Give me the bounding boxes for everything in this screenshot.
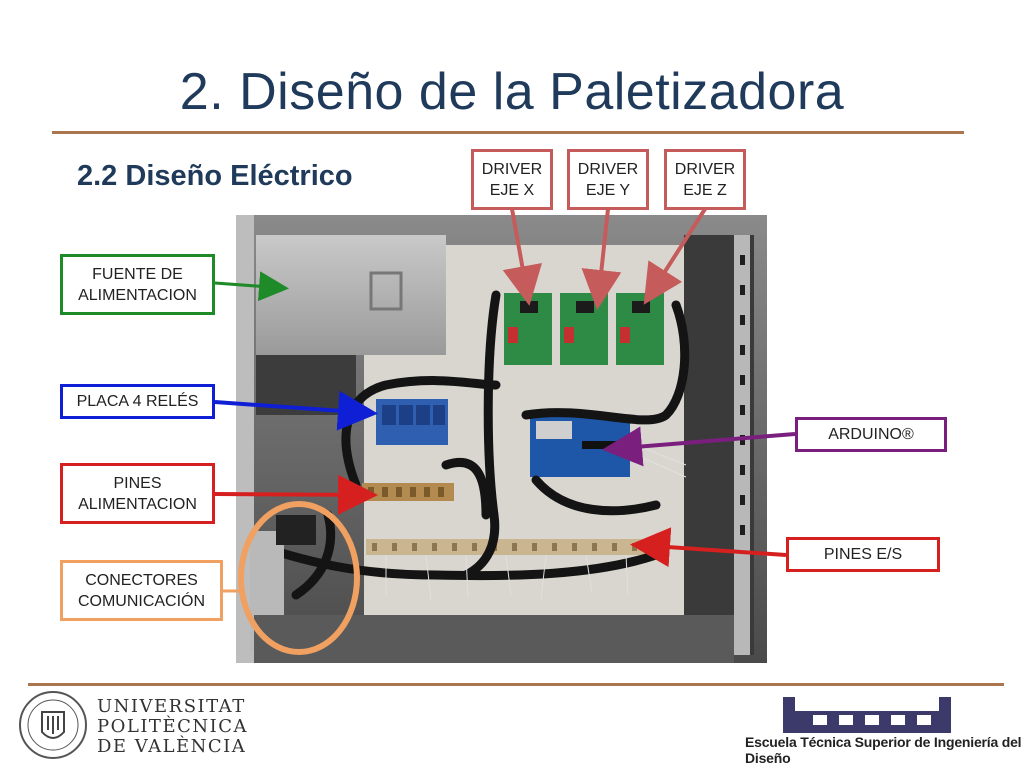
title-rule: [52, 131, 964, 134]
slide-title: 2. Diseño de la Paletizadora: [179, 63, 845, 121]
etsid-logo-icon: [783, 697, 951, 733]
cabinet-photo: [236, 215, 767, 663]
slide-subtitle: 2.2 Diseño Eléctrico: [77, 160, 353, 192]
school-name: Escuela Técnica Superior de Ingeniería d…: [745, 734, 1022, 766]
university-name: UNIVERSITAT POLITÈCNICA DE VALÈNCIA: [97, 696, 248, 757]
university-seal-icon: [19, 691, 87, 759]
label-arduino: ARDUINO®: [795, 417, 947, 452]
label-conectores-comunicacion: CONECTORES COMUNICACIÓN: [60, 560, 223, 621]
cabinet-illustration: [236, 215, 767, 663]
label-pines-alimentacion: PINES ALIMENTACION: [60, 463, 215, 524]
label-driver-eje-y: DRIVER EJE Y: [567, 149, 649, 210]
label-placa-reles: PLACA 4 RELÉS: [60, 384, 215, 419]
footer-rule: [28, 683, 1004, 686]
label-pines-es: PINES E/S: [786, 537, 940, 572]
label-fuente-alimentacion: FUENTE DE ALIMENTACION: [60, 254, 215, 315]
label-driver-eje-z: DRIVER EJE Z: [664, 149, 746, 210]
label-driver-eje-x: DRIVER EJE X: [471, 149, 553, 210]
